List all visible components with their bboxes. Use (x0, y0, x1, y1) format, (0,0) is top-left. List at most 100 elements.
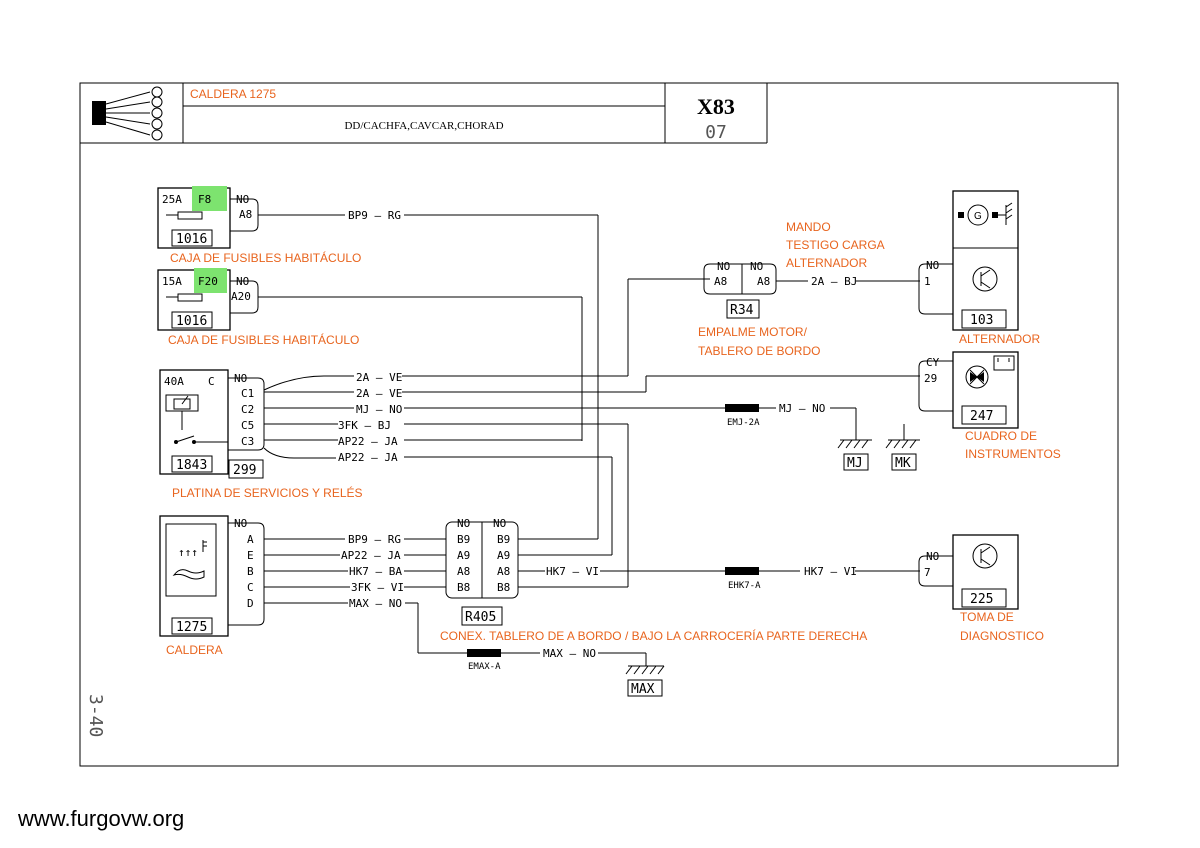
mando-label: ALTERNADOR (786, 256, 867, 270)
pin-label: A9 (457, 549, 470, 562)
connector-r34: NO A8 NO A8 R34 EMPALME MOTOR/ TABLERO D… (698, 260, 820, 358)
sheet-frame (79, 82, 1119, 767)
wire-label: AP22 — JA (338, 435, 398, 448)
wire-label: AP22 — JA (338, 451, 398, 464)
alternator: G 103 NO 1 ALTERNADOR (918, 190, 1040, 346)
component-ref: 1016 (176, 232, 207, 247)
component-sub-ref: 299 (233, 463, 256, 478)
wire-label: MAX — NO (349, 597, 402, 610)
pin-label: B8 (457, 581, 470, 594)
pin-label: E (247, 549, 254, 562)
pin-label: C2 (241, 403, 254, 416)
pin-label: 1 (924, 275, 931, 288)
pin-label: C3 (241, 435, 254, 448)
pin-label: C1 (241, 387, 254, 400)
sheet-code: X83 (697, 94, 735, 119)
relay-rating: 40A (164, 375, 184, 388)
relay-c: C (208, 375, 215, 388)
pin-label: C (247, 581, 254, 594)
diagnostic-socket: 225 NO 7 TOMA DE DIAGNOSTICO (918, 534, 1044, 643)
ground-label: MAX (631, 682, 655, 697)
connector-r405: NO B9 A9 A8 B8 NO B9 A9 A8 B8 R405 CONEX… (440, 517, 867, 643)
header-codes: DD/CACHFA,CAVCAR,CHORAD (344, 120, 503, 132)
pin-label: A8 (714, 275, 727, 288)
component-label: TABLERO DE BORDO (698, 344, 820, 358)
pin-label: B (247, 565, 254, 578)
splice-label: EHK7-A (728, 581, 761, 591)
relay-coil-icon (165, 394, 228, 444)
ground-mj-icon (837, 439, 872, 449)
header-title: CALDERA 1275 (190, 87, 276, 101)
svg-text:G: G (974, 211, 982, 222)
heater-icon (165, 523, 217, 597)
generator-icon: G (958, 202, 1013, 226)
component-label: INSTRUMENTOS (965, 447, 1061, 461)
ground-label: MK (895, 456, 911, 471)
fuse-rating: 25A (162, 193, 182, 206)
relay-board: 40A C 1843 299 NO C1 C2 C5 C3 PLATINA DE… (159, 369, 363, 500)
pin-label: D (247, 597, 254, 610)
fuse-highlight (192, 186, 227, 211)
ground-mk-icon (885, 439, 920, 449)
component-ref: 1843 (176, 458, 207, 473)
page-side-label: 3-40 (85, 694, 106, 737)
watermark: www.furgovw.org (17, 806, 184, 831)
wire-label: 3FK — BJ (338, 419, 391, 432)
splice-label: EMJ-2A (727, 418, 760, 428)
fuse-box-1: 25A F8 NO A8 1016 CAJA DE FUSIBLES HABIT… (157, 186, 361, 265)
component-label: EMPALME MOTOR/ (698, 325, 808, 339)
wire-label: MAX — NO (543, 647, 596, 660)
component-label: CONEX. TABLERO DE A BORDO / BAJO LA CARR… (440, 628, 867, 643)
wire-label: MJ — NO (356, 403, 402, 416)
pin-label: A8 (457, 565, 470, 578)
pin-label: C5 (241, 419, 254, 432)
wire-label: 2A — BJ (811, 275, 857, 288)
component-label: PLATINA DE SERVICIOS Y RELÉS (172, 485, 363, 500)
caldera-unit: ↑↑↑ 1275 NO A E B C D CALDERA (159, 515, 254, 657)
pin-label: A20 (231, 290, 251, 303)
ground-label: MJ (847, 456, 863, 471)
wire-label: HK7 — VI (804, 565, 857, 578)
fuse-rating: 15A (162, 275, 182, 288)
wire-label: AP22 — JA (341, 549, 401, 562)
sheet-number: 07 (705, 122, 727, 143)
splice-label: EMAX-A (468, 662, 501, 672)
pin-label: NO (926, 259, 939, 272)
pin-label: NO (717, 260, 730, 273)
component-ref: R405 (465, 610, 496, 625)
component-ref: 225 (970, 592, 993, 607)
ground-max-icon (625, 665, 665, 675)
mando-label: TESTIGO CARGA (786, 238, 885, 252)
splice-ehk7 (725, 567, 759, 575)
pin-label: A8 (239, 208, 252, 221)
component-label: CAJA DE FUSIBLES HABITÁCULO (168, 332, 359, 347)
pin-label: A8 (757, 275, 770, 288)
pin-label: B8 (497, 581, 510, 594)
wire-label: BP9 — RG (348, 209, 401, 222)
fuse-id: F8 (198, 193, 211, 206)
component-ref: 1275 (176, 620, 207, 635)
splice-emj (725, 404, 759, 412)
pin-label: NO (493, 517, 506, 530)
instrument-cluster: 247 CY 29 CUADRO DE INSTRUMENTOS (918, 351, 1061, 461)
fuse-box-2: 15A F20 NO A20 1016 CAJA DE FUSIBLES HAB… (157, 268, 359, 347)
transistor-icon (972, 543, 998, 569)
wire-label: 2A — VE (356, 371, 402, 384)
pin-label: A8 (497, 565, 510, 578)
component-label: DIAGNOSTICO (960, 629, 1044, 643)
component-ref: 247 (970, 409, 993, 424)
transistor-icon (972, 266, 998, 292)
component-ref: 103 (970, 313, 993, 328)
wire-label: BP9 — RG (348, 533, 401, 546)
component-label: ALTERNADOR (959, 332, 1040, 346)
wire-label: HK7 — BA (349, 565, 402, 578)
wires-left: BP9 — RG 2A — VE 2A — VE MJ — NO 3FK — B… (258, 209, 920, 654)
fuse-id: F20 (198, 275, 218, 288)
splice-emax (467, 649, 501, 657)
component-label: CAJA DE FUSIBLES HABITÁCULO (170, 250, 361, 265)
component-label: CALDERA (166, 643, 223, 657)
warning-lamp-icon (965, 355, 1015, 389)
mando-label: MANDO (786, 220, 831, 234)
pin-label: NO (457, 517, 470, 530)
